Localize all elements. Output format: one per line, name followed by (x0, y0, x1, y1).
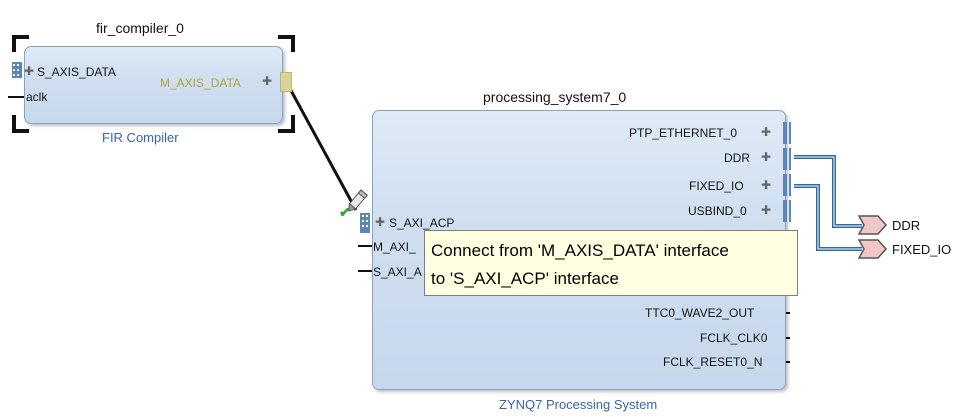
tooltip-line-2: to 'S_AXI_ACP' interface (431, 269, 619, 288)
plus-expand-icon[interactable]: ✚ (24, 64, 35, 78)
plus-expand-icon[interactable]: ✚ (761, 178, 772, 192)
output-port-highlight (280, 72, 292, 92)
pencil-cursor-icon (348, 189, 368, 212)
ps-block-subtitle: ZYNQ7 Processing System (499, 397, 658, 412)
plus-expand-icon[interactable]: ✚ (761, 125, 772, 139)
plus-expand-icon[interactable]: ✚ (262, 74, 273, 88)
fixed-io-bus-wire (794, 184, 862, 251)
external-port-ddr[interactable]: DDR (892, 218, 921, 233)
port-fixed-io[interactable]: FIXED_IO (689, 179, 744, 193)
connection-wire (286, 84, 358, 211)
port-fclk-reset0-n[interactable]: FCLK_RESET0_N (663, 355, 763, 369)
port-s-axi-acp[interactable]: S_AXI_ACP (389, 216, 455, 230)
ps-block-title: processing_system7_0 (483, 89, 627, 105)
port-fclk-clk0[interactable]: FCLK_CLK0 (700, 331, 768, 345)
connection-tooltip: Connect from 'M_AXIS_DATA' interface to … (424, 230, 798, 296)
port-aclk[interactable]: aclk (26, 90, 48, 104)
fir-compiler-block[interactable] (24, 46, 283, 124)
port-m-axi[interactable]: M_AXI_ (373, 240, 416, 254)
interface-bus-icon (360, 213, 370, 233)
interface-bus-icon (783, 122, 791, 222)
plus-expand-icon[interactable]: ✚ (375, 215, 386, 229)
port-ddr[interactable]: DDR (724, 151, 750, 165)
interface-bus-icon (12, 62, 22, 78)
fir-block-title: fir_compiler_0 (96, 20, 184, 36)
port-ttc0-wave2-out[interactable]: TTC0_WAVE2_OUT (645, 306, 755, 320)
external-port-icon[interactable] (858, 215, 888, 235)
port-s-axi[interactable]: S_AXI_A (373, 265, 422, 279)
plus-expand-icon[interactable]: ✚ (761, 203, 772, 217)
port-s-axis-data[interactable]: S_AXIS_DATA (37, 65, 116, 79)
tooltip-line-1: Connect from 'M_AXIS_DATA' interface (431, 241, 729, 260)
external-port-fixed-io[interactable]: FIXED_IO (892, 242, 952, 257)
check-icon: ✔ (339, 204, 351, 220)
selection-brackets (12, 35, 295, 133)
port-ptp-ethernet[interactable]: PTP_ETHERNET_0 (629, 126, 738, 140)
port-m-axis-data[interactable]: M_AXIS_DATA (160, 76, 241, 90)
fir-block-subtitle: FIR Compiler (102, 130, 179, 145)
plus-expand-icon[interactable]: ✚ (761, 150, 772, 164)
external-port-icon[interactable] (858, 239, 888, 259)
ddr-bus-wire (794, 155, 862, 228)
port-usbind[interactable]: USBIND_0 (688, 204, 747, 218)
